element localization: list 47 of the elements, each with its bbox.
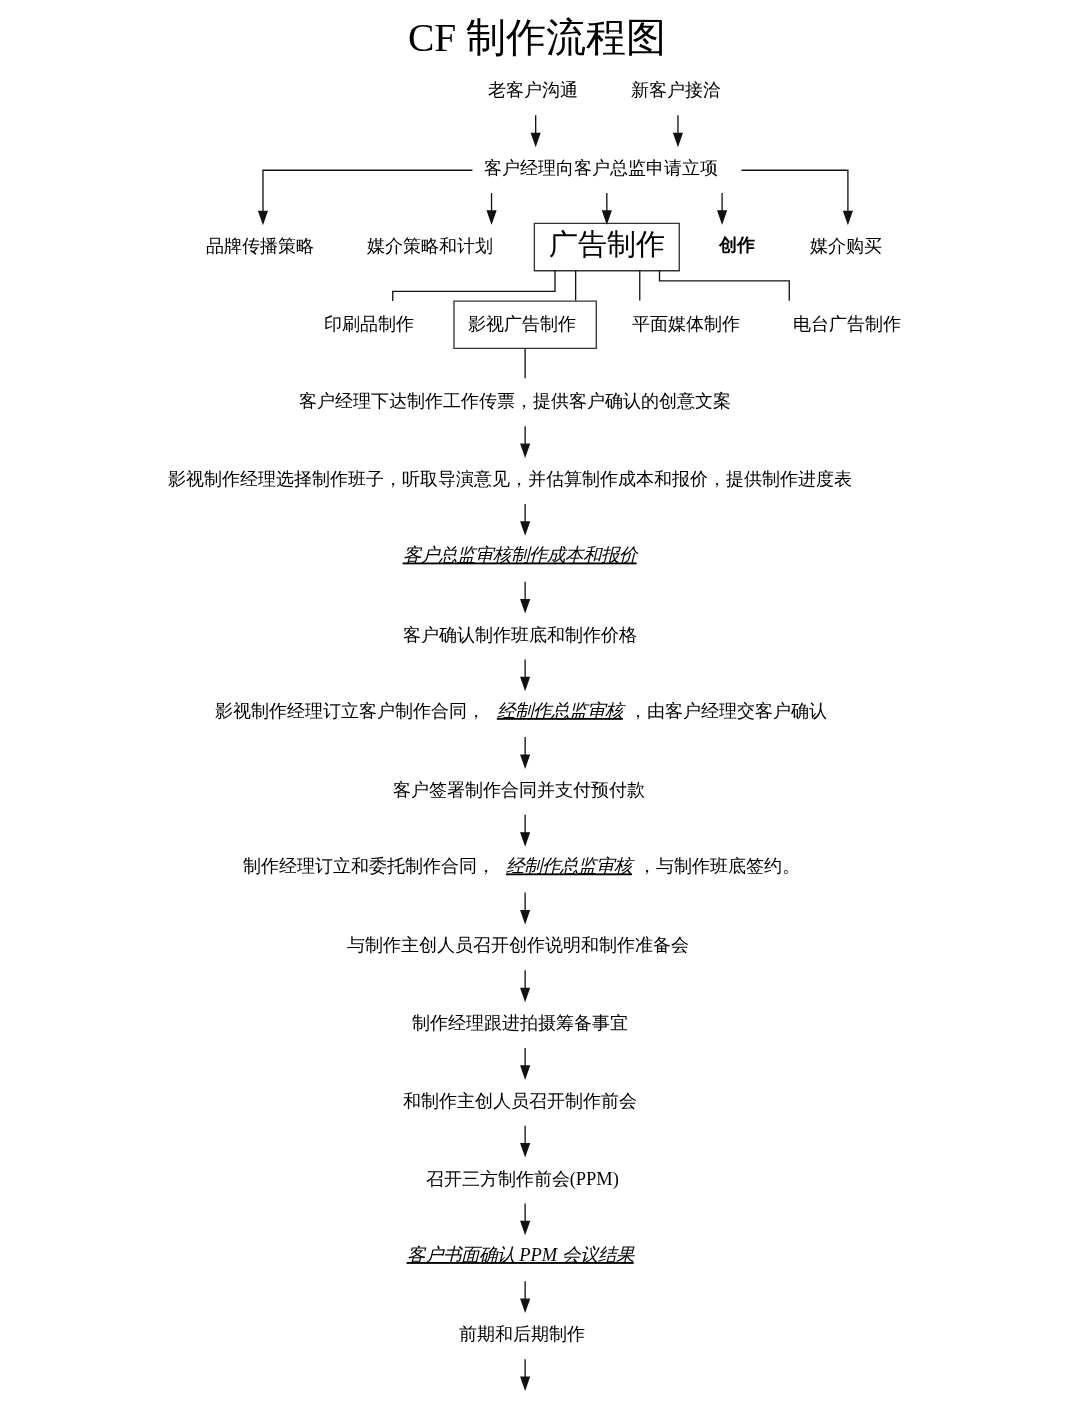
node-text: 和制作主创人员召开制作前会 (402, 1090, 637, 1111)
arrow (519, 736, 530, 769)
node-text: 品牌传播策略 (205, 235, 314, 256)
arrow (257, 169, 473, 226)
connector (574, 270, 576, 302)
connector (658, 270, 790, 302)
node-text: 平面媒体制作 (631, 313, 740, 334)
diagram-title: CF 制作流程图 (407, 15, 666, 60)
node-text: 召开三方制作前会(PPM) (425, 1168, 619, 1189)
arrow (519, 891, 530, 925)
node-text: 客户经理下达制作工作传票，提供客户确认的创意文案 (298, 391, 731, 412)
node-text: 前期和后期制作 (458, 1324, 585, 1345)
node-text: 媒介购买 (809, 235, 882, 256)
connector (638, 270, 640, 302)
node-text: 制作经理订立和委托制作合同，经制作总监审核，与制作班底签约。 (242, 856, 800, 877)
node-text: 创作 (718, 234, 755, 255)
arrow (519, 581, 530, 614)
node-text: 客户书面确认 PPM 会议结果 (406, 1245, 634, 1266)
arrow (672, 114, 683, 148)
node-text: 制作经理跟进拍摄筹备事宜 (411, 1013, 628, 1034)
node-text: 媒介策略和计划 (366, 235, 493, 256)
arrow (519, 1358, 530, 1391)
arrow (519, 503, 530, 536)
arrow (716, 192, 727, 225)
arrow (519, 658, 530, 692)
arrow (519, 1125, 530, 1158)
node-text: 新客户接洽 (630, 80, 721, 101)
arrow (519, 814, 530, 847)
node-text: 客户总监审核制作成本和报价 (402, 545, 637, 566)
node-text: 老客户沟通 (487, 80, 578, 101)
arrow (519, 425, 530, 459)
connector (524, 347, 526, 379)
node-text: 影视制作经理选择制作班子，听取导演意见，并估算制作成本和报价，提供制作进度表 (167, 469, 852, 490)
arrow (740, 169, 853, 226)
node-box: 广告制作 (533, 222, 680, 272)
arrow (519, 1047, 530, 1080)
node-text: 电台广告制作 (792, 313, 901, 334)
node-box: 影视广告制作 (452, 300, 597, 350)
arrow (519, 1280, 530, 1314)
node-text: 客户经理向客户总监申请立项 (483, 158, 718, 179)
node-text: 客户签署制作合同并支付预付款 (392, 779, 645, 800)
node-text: 印刷品制作 (323, 313, 414, 334)
arrow (519, 969, 530, 1003)
node-text: 客户确认制作班底和制作价格 (402, 624, 637, 645)
arrow (519, 1202, 530, 1236)
node-text: 与制作主创人员召开创作说明和制作准备会 (346, 935, 689, 956)
node-text: 影视制作经理订立客户制作合同，经制作总监审核，由客户经理交客户确认 (214, 700, 827, 721)
